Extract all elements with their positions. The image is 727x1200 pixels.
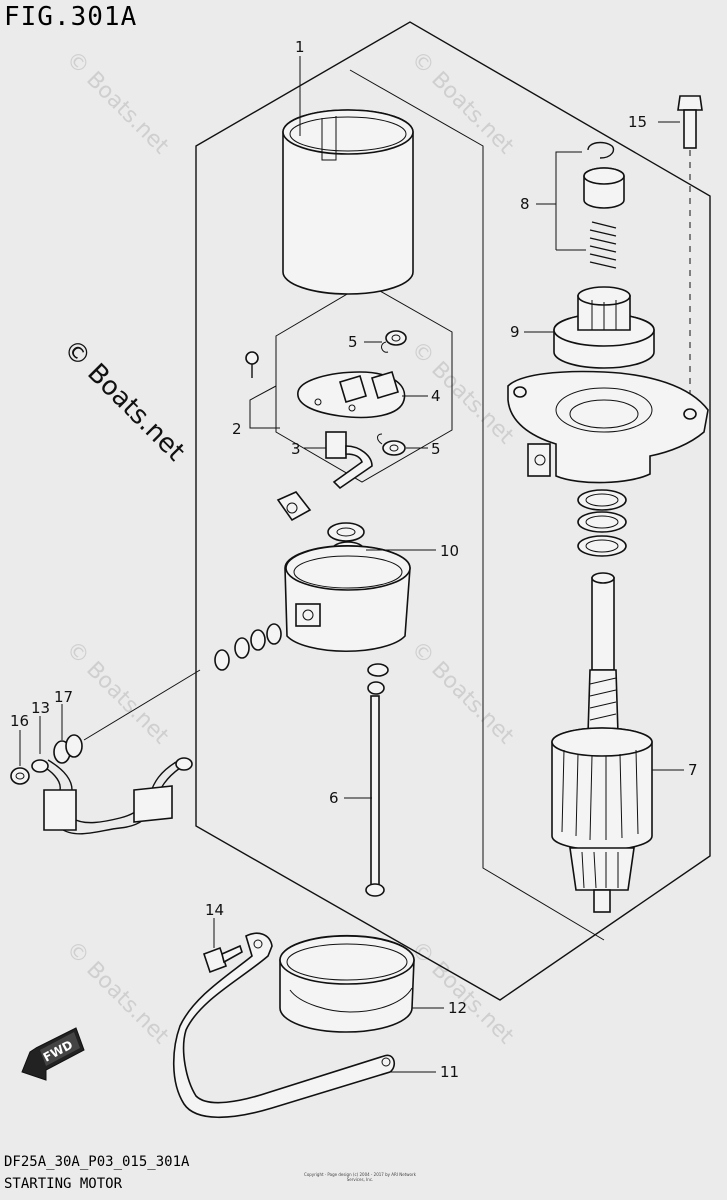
watermark-text-dark: © Boats.net — [57, 334, 190, 467]
callout-17: 17 — [54, 688, 73, 706]
part-cable-13 — [31, 757, 193, 835]
part-brush-holder-4 — [297, 371, 406, 419]
watermark-text: © Boats.net — [61, 47, 174, 160]
part-bolt-15 — [677, 95, 703, 149]
fwd-direction-badge: FWD — [21, 1027, 85, 1081]
callout-1: 1 — [295, 38, 305, 56]
callout-10: 10 — [440, 542, 459, 560]
part-nut-16 — [10, 767, 30, 785]
part-clamp-ring-12 — [279, 934, 415, 1033]
footer-diagram-code: DF25A_30A_P03_015_301A — [4, 1154, 190, 1170]
part-spring-5a — [381, 330, 407, 353]
part-armature-7 — [551, 572, 653, 913]
callout-3: 3 — [291, 440, 301, 458]
callout-leaders — [19, 56, 684, 1073]
callout-4: 4 — [431, 387, 441, 405]
footer-assembly-name: STARTING MOTOR — [4, 1176, 123, 1192]
callout-11: 11 — [440, 1063, 459, 1081]
callout-5a: 5 — [348, 333, 358, 351]
cable-leader-line — [83, 669, 201, 741]
callout-15: 15 — [628, 113, 647, 131]
callout-labels: 1 2 3 4 5 5 6 7 8 9 10 11 12 13 14 15 16… — [10, 38, 698, 1081]
watermark-text: © Boats.net — [406, 637, 519, 750]
part-drive-housing — [507, 370, 709, 484]
callout-9: 9 — [510, 323, 520, 341]
watermark-text: © Boats.net — [406, 47, 519, 160]
part-yoke-1 — [282, 109, 414, 295]
part-screw-small — [245, 351, 259, 378]
callout-14: 14 — [205, 901, 224, 919]
part-brush-3 — [325, 431, 373, 490]
callout-16: 16 — [10, 712, 29, 730]
part-washer-17 — [53, 734, 83, 764]
part-through-bolt-6 — [365, 663, 389, 897]
part-end-cover — [284, 545, 411, 653]
part-washer-stack — [577, 489, 627, 557]
watermark-text: © Boats.net — [61, 637, 174, 750]
part-terminal-nuts — [214, 623, 282, 671]
part-bolt-14 — [202, 944, 243, 974]
watermark-text: © Boats.net — [406, 937, 519, 1050]
callout-12: 12 — [448, 999, 467, 1017]
part-ring-8 — [583, 141, 625, 269]
figure-title: FIG.301A — [4, 2, 138, 32]
part-strap-11 — [172, 932, 396, 1119]
callout-13: 13 — [31, 699, 50, 717]
callout-5b: 5 — [431, 440, 441, 458]
callout-8: 8 — [520, 195, 530, 213]
part-spring-5b — [377, 433, 406, 456]
callout-2: 2 — [232, 420, 242, 438]
part-pinion-9 — [553, 286, 655, 369]
watermark-text: © Boats.net — [406, 337, 519, 450]
part-terminal-block — [276, 491, 312, 522]
callout-7: 7 — [688, 761, 698, 779]
callout-6: 6 — [329, 789, 339, 807]
copyright-note: Copyright · Page design (c) 2004 - 2017 … — [304, 1172, 416, 1182]
